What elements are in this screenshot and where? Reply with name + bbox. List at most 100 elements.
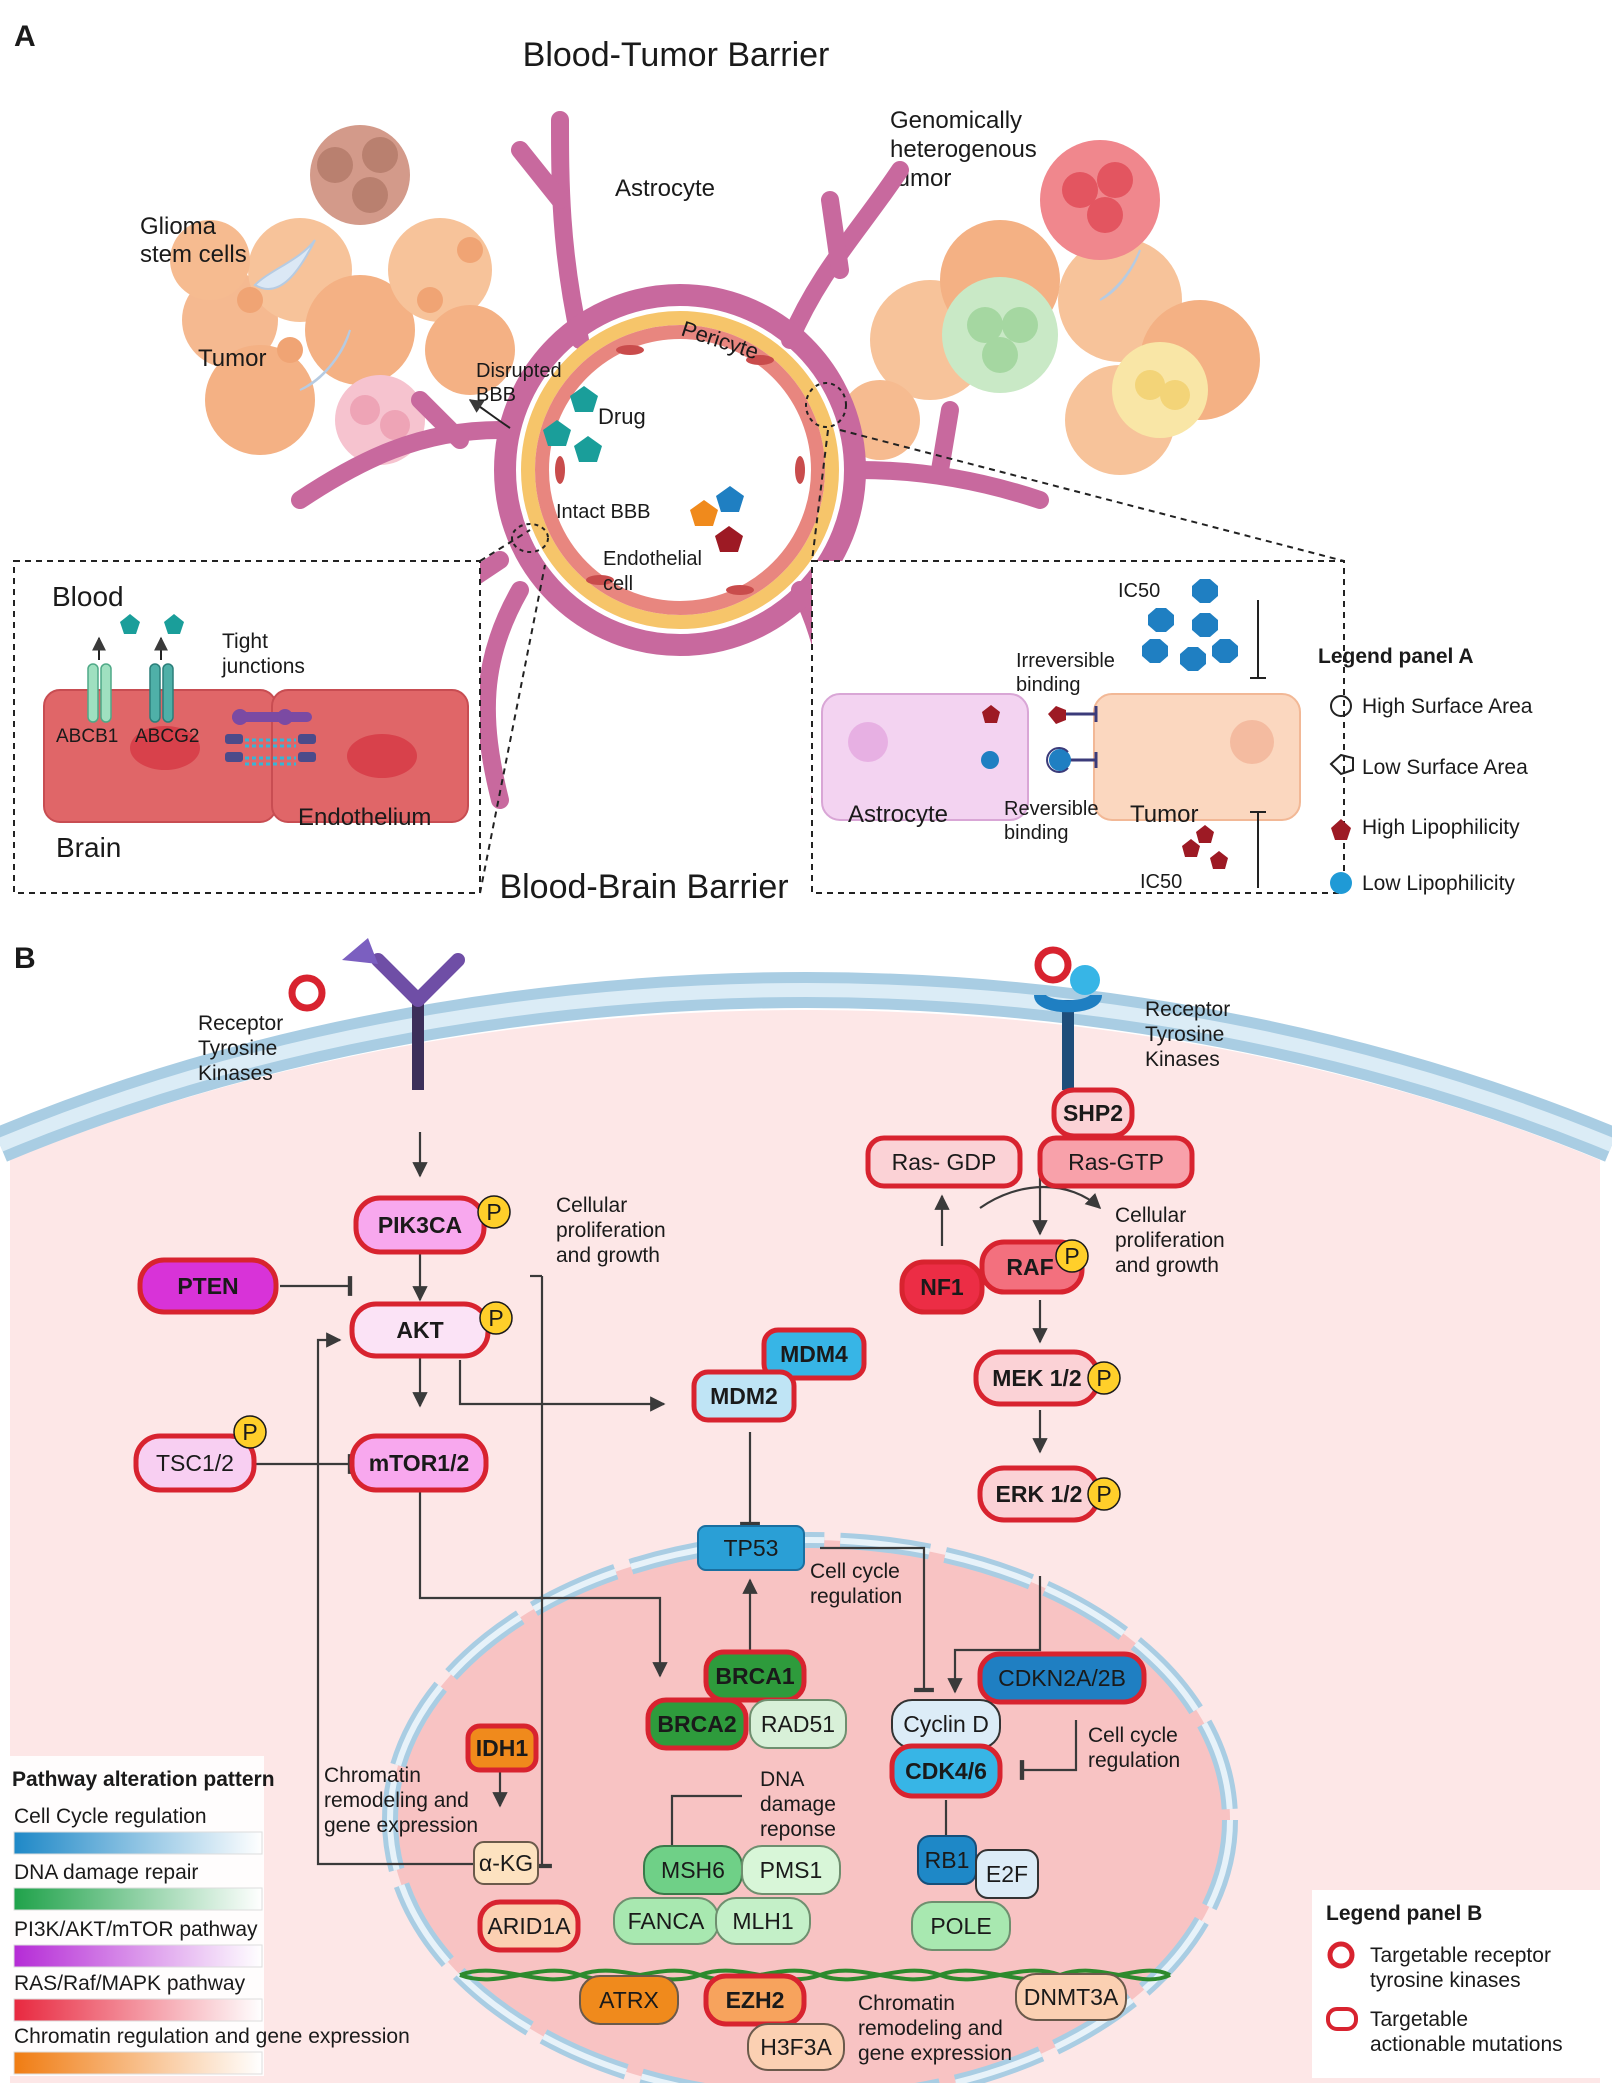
svg-text:P: P [242,1419,257,1445]
panel-b-label: B [14,942,36,975]
phospho-mek: P [1087,1361,1121,1395]
node-pik3ca[interactable]: PIK3CA [353,1195,487,1255]
node-mtor[interactable]: mTOR1/2 [349,1433,489,1493]
node-msh6[interactable]: MSH6 [643,1845,743,1895]
svg-text:P: P [1096,1365,1111,1391]
node-fanca[interactable]: FANCA [613,1897,719,1945]
node-brca2[interactable]: BRCA2 [645,1697,749,1751]
reversible-label-2: binding [1004,822,1069,844]
node-mlh1[interactable]: MLH1 [715,1897,811,1945]
prolif-left-3: and growth [556,1244,660,1267]
glioma-label-2: stem cells [140,241,247,268]
node-akt[interactable]: AKT [349,1301,491,1359]
node-nf1[interactable]: NF1 [899,1259,985,1315]
pathway-legend-bg [8,1756,264,2076]
legend-b-bg [1312,1890,1608,2078]
phospho-erk: P [1087,1477,1121,1511]
chrom-b-label-3: gene expression [858,2042,1012,2065]
rtk-left-label-3: Kinases [198,1062,273,1085]
node-ezh2[interactable]: EZH2 [703,1973,807,2027]
svg-text:ATRX: ATRX [599,1987,659,2013]
node-cdkn2a[interactable]: CDKN2A/2B [977,1651,1147,1705]
right-inset-connector [811,429,1345,562]
svg-text:ARID1A: ARID1A [487,1913,571,1939]
pathway-legend-item-1: Cell Cycle regulation [14,1805,207,1828]
pathway-legend-item-3: PI3K/AKT/mTOR pathway [14,1918,258,1941]
node-brca1[interactable]: BRCA1 [703,1649,807,1703]
cell-membrane-inner [0,982,1612,1152]
svg-text:NF1: NF1 [920,1274,964,1300]
node-cdk46[interactable]: CDK4/6 [889,1743,1003,1799]
astrocyte-processes [291,111,1049,809]
node-akg[interactable]: α-KG [473,1841,539,1885]
node-mdm2[interactable]: MDM2 [691,1369,797,1423]
tight-label-1: Tight [222,630,268,653]
pathway-bar-cell-cycle [13,1831,263,1855]
svg-text:MSH6: MSH6 [661,1857,725,1883]
svg-text:P: P [486,1199,501,1225]
svg-text:TSC1/2: TSC1/2 [156,1450,234,1476]
pathway-legend-item-2: DNA damage repair [14,1861,198,1884]
legend-a-item-3: High Lipophilicity [1362,816,1520,839]
legend-low-lipo-icon [1330,872,1352,894]
endothelial-label-2: cell [603,573,633,595]
svg-text:POLE: POLE [930,1913,991,1939]
tumor-label-left: Tumor [198,345,266,372]
node-erk[interactable]: ERK 1/2 [977,1465,1101,1523]
node-arid1a[interactable]: ARID1A [477,1899,581,1953]
rtk-right-label-1: Receptor [1145,998,1230,1021]
irreversible-bond [1062,706,1098,722]
cellcycle-b-label-1: Cell cycle [1088,1724,1178,1747]
node-cyclind[interactable]: Cyclin D [891,1699,1001,1749]
drug-label: Drug [598,404,646,429]
dna-label-3: reponse [760,1818,836,1841]
legend-high-surface-icon [1330,695,1352,717]
abcb1-label: ABCB1 [56,726,118,747]
node-pten[interactable]: PTEN [137,1257,279,1315]
left-inset-connector [479,529,546,894]
legend-a-item-2: Low Surface Area [1362,756,1528,779]
node-mdm4[interactable]: MDM4 [761,1327,867,1381]
legend-a-title: Legend panel A [1318,645,1474,668]
reversible-molecule [1049,749,1071,771]
node-tsc[interactable]: TSC1/2 [133,1433,257,1493]
rtk-left-label-2: Tyrosine [198,1037,277,1060]
svg-text:CDKN2A/2B: CDKN2A/2B [998,1665,1126,1691]
node-rasgtp[interactable]: Ras-GTP [1037,1135,1195,1189]
bbb-title: Blood-Brain Barrier [499,868,788,906]
node-shp2[interactable]: SHP2 [1051,1087,1135,1139]
node-tp53[interactable]: TP53 [697,1525,805,1571]
nuclear-envelope-inner [387,1537,1233,2083]
svg-text:mTOR1/2: mTOR1/2 [369,1450,470,1476]
node-idh1[interactable]: IDH1 [465,1723,539,1773]
svg-text:H3F3A: H3F3A [760,2034,832,2060]
cellcycle-label-2: regulation [810,1585,902,1608]
node-e2f[interactable]: E2F [975,1849,1039,1899]
node-dnmt3a[interactable]: DNMT3A [1015,1973,1127,2021]
irreversible-label-1: Irreversible [1016,650,1115,672]
svg-text:TP53: TP53 [724,1535,779,1561]
node-h3f3a[interactable]: H3F3A [747,2023,845,2071]
svg-text:P: P [1064,1243,1079,1269]
brain-label: Brain [56,832,121,863]
legend-b-item-1a: Targetable receptor [1370,1944,1551,1967]
node-mek[interactable]: MEK 1/2 [973,1349,1101,1407]
node-pole[interactable]: POLE [911,1901,1011,1951]
svg-text:Ras- GDP: Ras- GDP [892,1149,997,1175]
endothelial-cells [43,689,469,823]
node-atrx[interactable]: ATRX [579,1975,679,2025]
node-pms1[interactable]: PMS1 [741,1845,841,1895]
svg-text:BRCA2: BRCA2 [657,1711,736,1737]
right-inset-focus [805,382,847,428]
legend-b-item-2a: Targetable [1370,2008,1468,2031]
rtk-left-label-1: Receptor [198,1012,283,1035]
node-rad51[interactable]: RAD51 [749,1699,847,1749]
reversible-bond [1068,752,1098,768]
phospho-tsc: P [233,1415,267,1449]
node-rb1[interactable]: RB1 [917,1835,977,1885]
transporters [87,614,184,723]
pathway-legend-item-4: RAS/Raf/MAPK pathway [14,1972,246,1995]
chrom-label-1: Chromatin [324,1764,421,1787]
svg-text:DNMT3A: DNMT3A [1024,1984,1119,2010]
node-rasgdp[interactable]: Ras- GDP [865,1135,1023,1189]
